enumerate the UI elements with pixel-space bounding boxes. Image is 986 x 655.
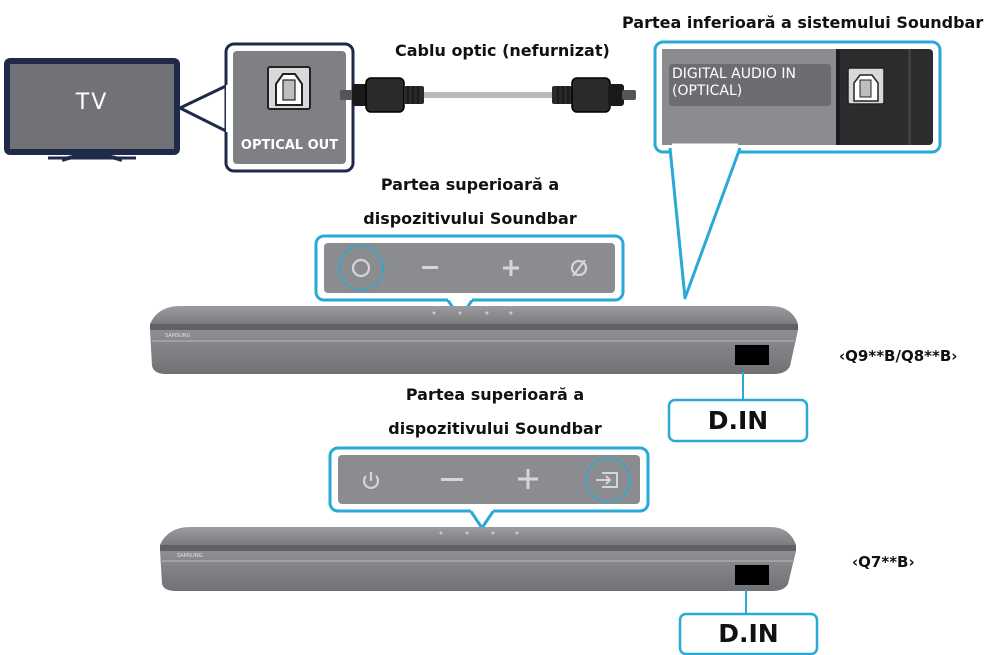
soundbar-1-brand: SAMSUNG bbox=[165, 333, 191, 339]
soundbar-2-brand: SAMSUNG bbox=[177, 553, 203, 559]
optical-port-icon bbox=[267, 66, 311, 110]
power-button-2-icon bbox=[362, 472, 380, 489]
din-2-label: D.IN bbox=[718, 619, 779, 648]
mute-icon bbox=[570, 259, 588, 277]
soundbar-1-display bbox=[735, 345, 769, 365]
top-panel-1-title-line1: Partea superioară a bbox=[380, 175, 560, 194]
digital-audio-in-line1: DIGITAL AUDIO IN bbox=[672, 66, 796, 82]
top-panel-2 bbox=[338, 455, 640, 504]
din-2-callout bbox=[678, 612, 819, 655]
source-button-icon bbox=[596, 472, 618, 488]
volume-down-2-icon bbox=[441, 478, 463, 481]
optical-out-label: OPTICAL OUT bbox=[240, 138, 339, 153]
digital-audio-in-label: DIGITAL AUDIO IN (OPTICAL) bbox=[672, 66, 796, 100]
power-button-icon bbox=[351, 258, 371, 278]
soundbar-bottom-title: Partea inferioară a sistemului Soundbar bbox=[622, 13, 984, 32]
digital-audio-in-line2: (OPTICAL) bbox=[672, 83, 743, 99]
model-label-1: ‹Q9**B/Q8**B› bbox=[839, 347, 958, 365]
power-button-highlight bbox=[337, 244, 385, 292]
volume-up-icon bbox=[503, 260, 519, 276]
top-panel-2-title: Partea superioară a dispozitivului Sound… bbox=[370, 378, 620, 446]
soundbar-1 bbox=[150, 306, 798, 374]
soundbar-2 bbox=[160, 527, 796, 591]
soundbar-optical-port-icon bbox=[847, 67, 885, 105]
volume-down-icon bbox=[422, 266, 438, 269]
tv-illustration bbox=[4, 58, 180, 162]
volume-up-2-icon bbox=[518, 469, 538, 489]
bottom-callout-pointer bbox=[668, 147, 742, 300]
din-1-label: D.IN bbox=[707, 406, 769, 435]
tv-label: TV bbox=[75, 90, 109, 115]
din-1-callout bbox=[667, 398, 809, 443]
top-panel-1-title: Partea superioară a dispozitivului Sound… bbox=[345, 168, 595, 236]
model-label-2: ‹Q7**B› bbox=[852, 553, 915, 571]
top-panel-2-title-line2: dispozitivului Soundbar bbox=[388, 419, 602, 438]
cable-label: Cablu optic (nefurnizat) bbox=[395, 41, 610, 60]
source-button-highlight bbox=[584, 456, 632, 504]
top-panel-2-title-line1: Partea superioară a bbox=[405, 385, 585, 404]
tv-callout-pointer bbox=[178, 83, 230, 134]
top-panel-1-title-line2: dispozitivului Soundbar bbox=[363, 209, 577, 228]
top-panel-1 bbox=[324, 243, 615, 293]
optical-cable bbox=[340, 77, 636, 113]
soundbar-2-display bbox=[735, 565, 769, 585]
